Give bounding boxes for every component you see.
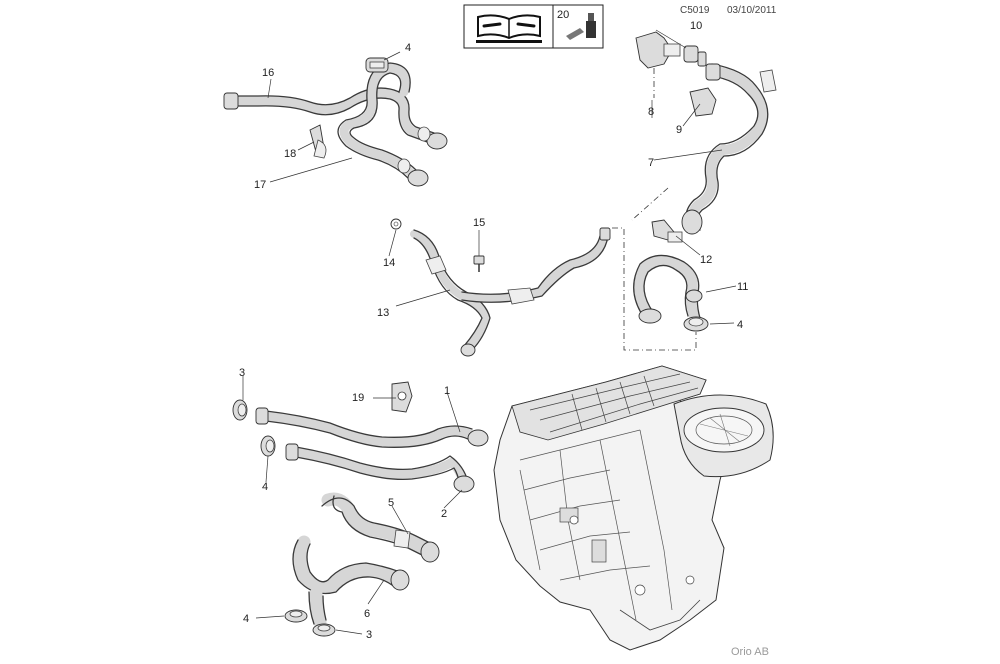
callout-13: 13 — [377, 307, 389, 319]
bolt-15 — [473, 255, 485, 272]
leader-lines — [242, 29, 737, 635]
hose-5 — [321, 492, 440, 563]
hose-assembly-1-2 — [232, 381, 489, 493]
callout-16: 16 — [262, 67, 274, 79]
diagram-date: 03/10/2011 — [727, 5, 777, 16]
hose-11 — [633, 254, 703, 324]
callout-8: 8 — [648, 106, 654, 118]
callout-10: 10 — [690, 20, 702, 32]
connector-12 — [651, 219, 683, 243]
connector-10 — [683, 45, 707, 67]
clamp-4-top — [365, 57, 389, 73]
header-icon-box: 20 — [463, 4, 604, 49]
hose-1 — [255, 407, 489, 448]
hvac-housing — [493, 365, 774, 651]
washer-14 — [390, 218, 402, 230]
clamp-3-top — [232, 399, 248, 421]
callout-18: 18 — [284, 148, 296, 160]
callout-1: 1 — [444, 385, 450, 397]
callout-5: 5 — [388, 497, 394, 509]
hose-6 — [292, 535, 410, 629]
callout-3-top: 3 — [239, 367, 245, 379]
workshop-manual-icon — [476, 14, 542, 43]
hose-assembly-7-12 — [633, 31, 777, 332]
hose-17 — [337, 62, 448, 187]
connector-8 — [635, 31, 681, 69]
callout-3-bottom: 3 — [366, 629, 372, 641]
sealant-bottle-icon — [566, 13, 596, 40]
callout-12: 12 — [700, 254, 712, 266]
callout-4-bottom: 4 — [243, 613, 249, 625]
callout-2: 2 — [441, 508, 447, 520]
callout-6: 6 — [364, 608, 370, 620]
clip-19 — [391, 381, 413, 413]
hose-assembly-5-6 — [284, 492, 440, 637]
diagram-code: C5019 — [680, 5, 710, 16]
callout-9: 9 — [676, 124, 682, 136]
brand-label: Orio AB — [731, 646, 769, 658]
pipe-assembly-13 — [390, 218, 611, 357]
callout-4: 4 — [405, 42, 411, 54]
clamp-18 — [309, 124, 327, 159]
connection-guide-lines — [612, 68, 697, 351]
callout-17: 17 — [254, 179, 266, 191]
hose-2 — [285, 443, 475, 493]
callout-numbers: 4 16 18 17 10 8 9 7 12 11 4 15 14 13 3 1… — [239, 20, 748, 641]
hose-7 — [681, 63, 777, 235]
callout-7: 7 — [648, 157, 654, 169]
callout-14: 14 — [383, 257, 395, 269]
callout-11: 11 — [737, 281, 748, 293]
clamp-3-bottom — [312, 623, 336, 637]
callout-4-left: 4 — [262, 481, 268, 493]
callout-15: 15 — [473, 217, 485, 229]
ref-number-20: 20 — [557, 9, 569, 21]
clamp-4-left — [260, 435, 276, 457]
hose-16 — [223, 87, 437, 144]
pipe-13 — [410, 227, 611, 357]
callout-4-right: 4 — [737, 319, 743, 331]
clamp-4-right — [683, 316, 709, 332]
clamp-4-bottom — [284, 609, 308, 623]
hose-assembly-16-17 — [223, 57, 448, 187]
callout-19: 19 — [352, 392, 364, 404]
